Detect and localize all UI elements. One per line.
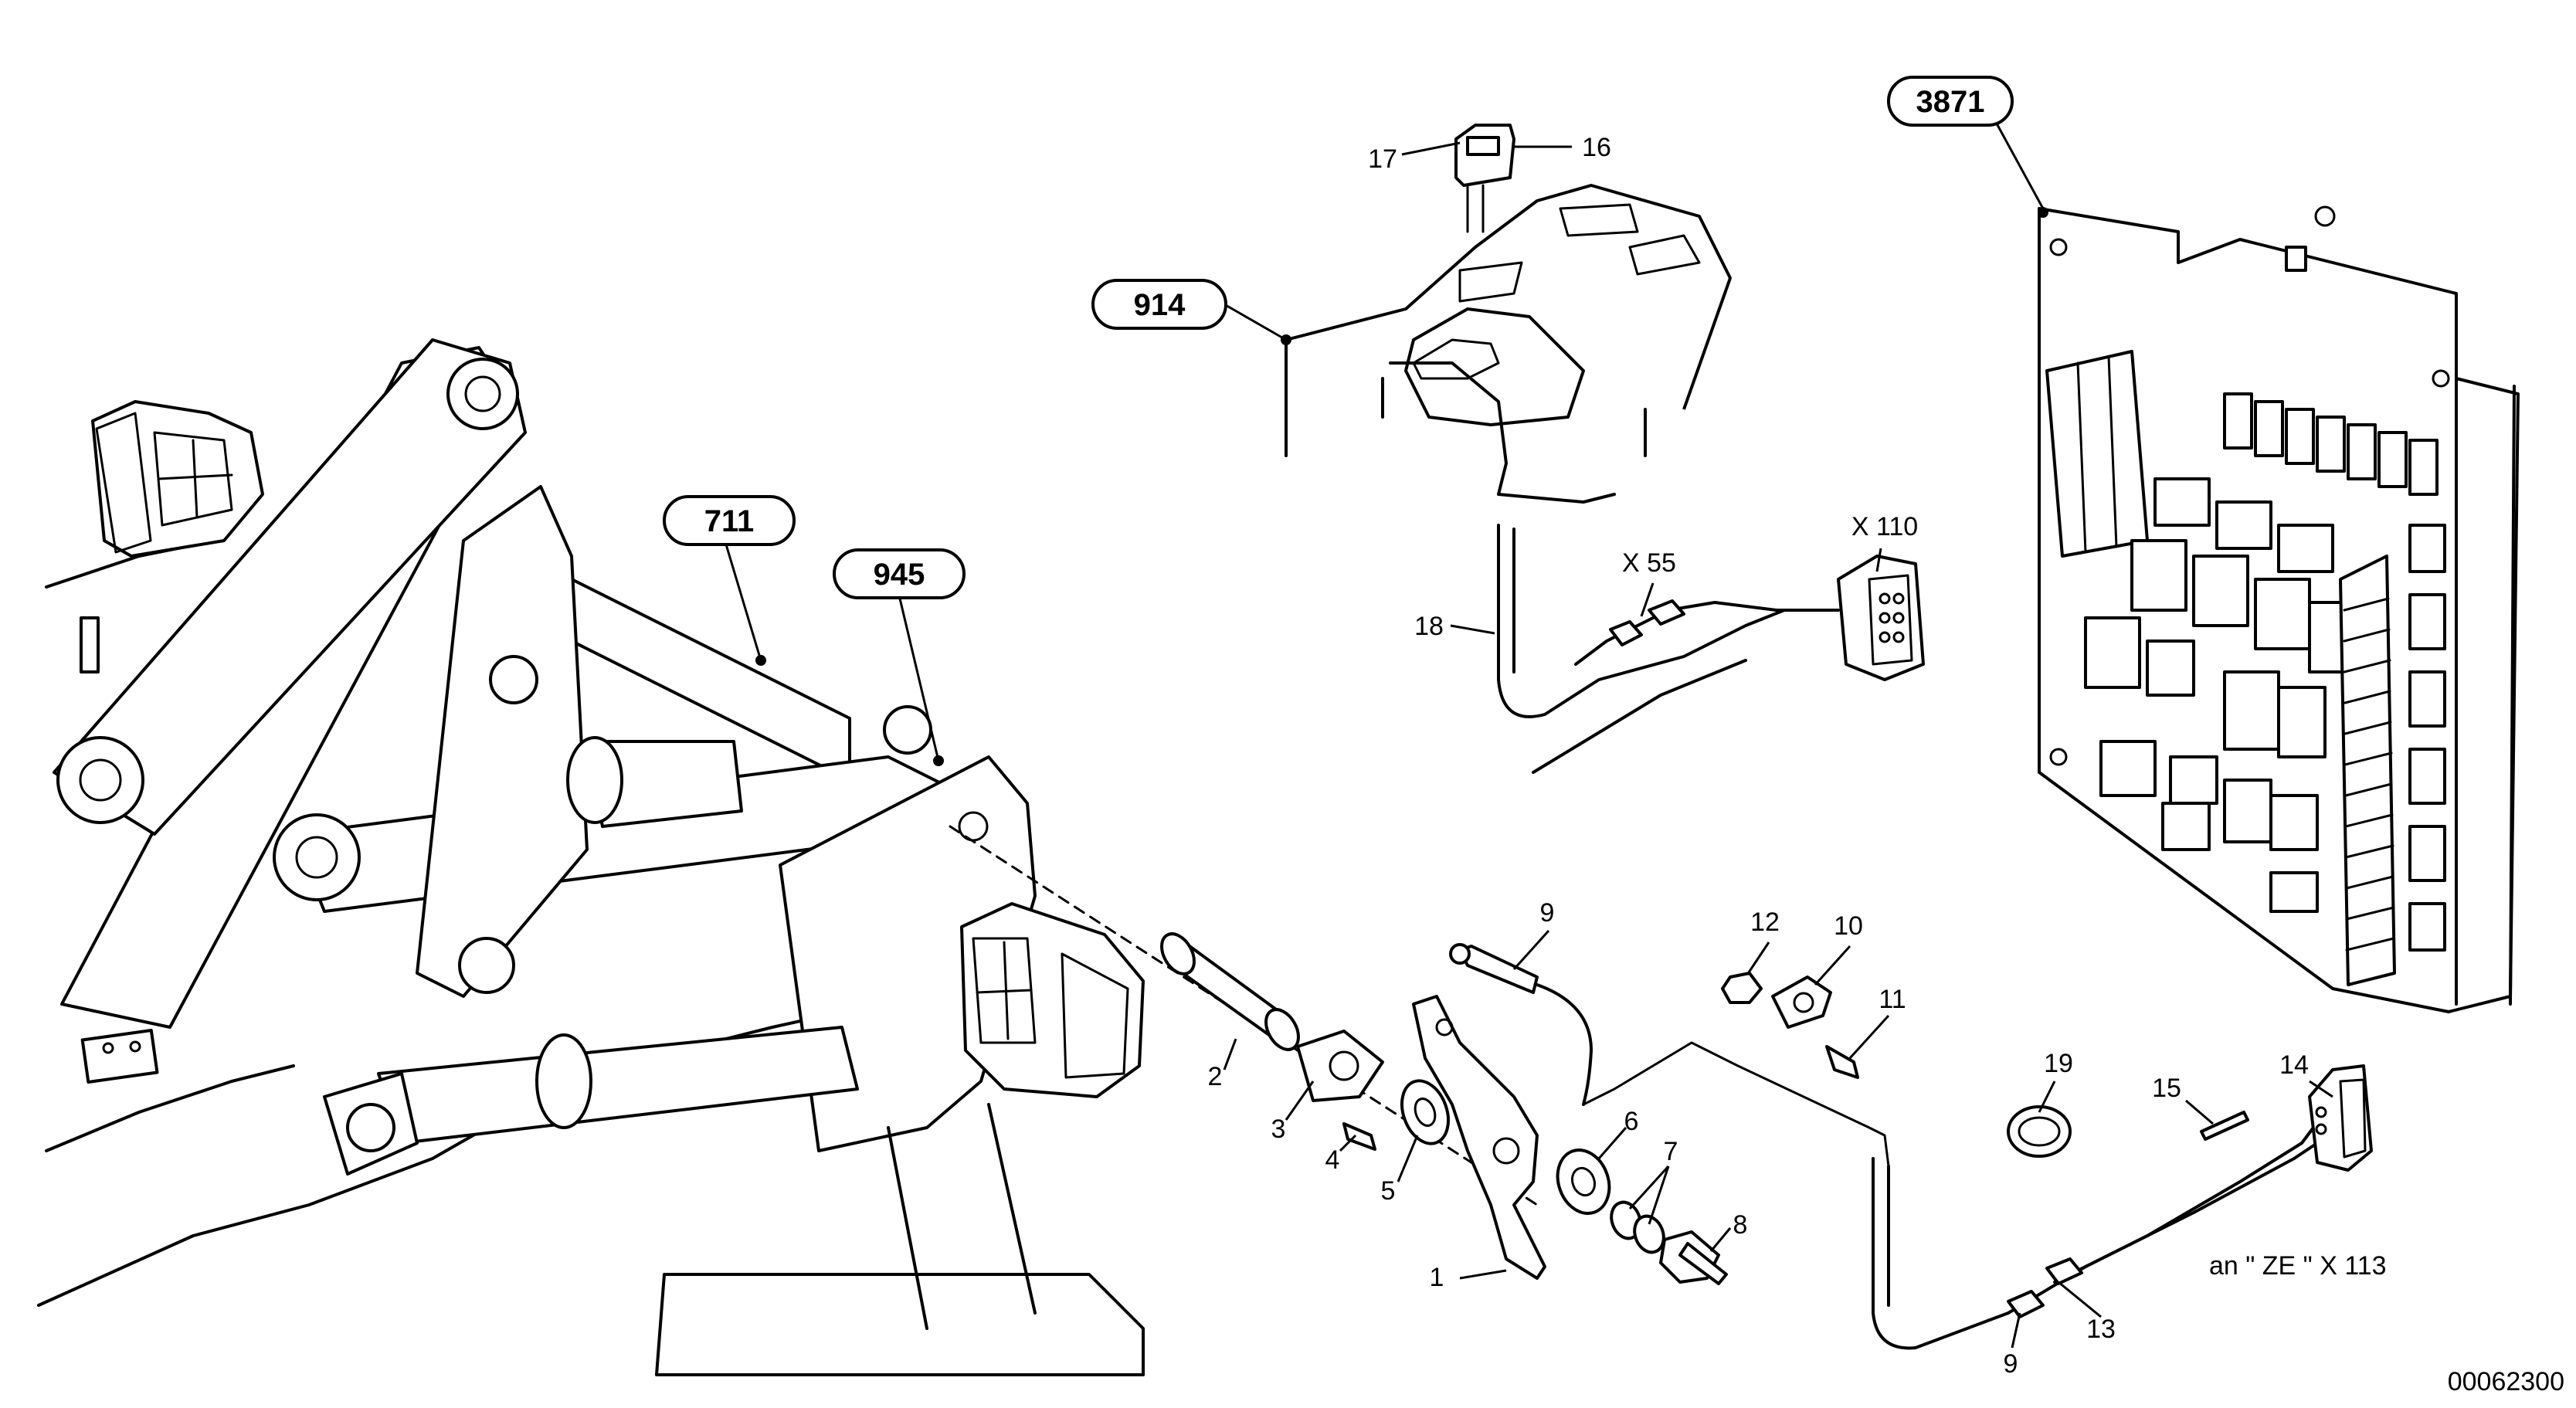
reference-group-711[interactable]: 711 xyxy=(663,495,796,546)
boom-work-light xyxy=(960,902,1145,1098)
callout-10[interactable]: 10 xyxy=(1834,911,1863,941)
relay-row xyxy=(2223,392,2439,496)
callout-18[interactable]: 18 xyxy=(1414,612,1444,641)
loader-arm-assembly xyxy=(37,338,1145,1376)
relay-control-board xyxy=(2038,205,2520,1013)
callout-12[interactable]: 12 xyxy=(1750,908,1780,937)
leader-lines xyxy=(725,123,2333,1349)
reference-group-3871[interactable]: 3871 xyxy=(1887,76,2014,127)
reference-group-914[interactable]: 914 xyxy=(1091,279,1227,330)
callout-9-upper[interactable]: 9 xyxy=(1540,898,1555,928)
upper-work-light xyxy=(91,400,264,558)
callout-17[interactable]: 17 xyxy=(1368,144,1397,174)
callout-3[interactable]: 3 xyxy=(1271,1115,1286,1144)
callout-6[interactable]: 6 xyxy=(1624,1107,1639,1136)
svg-text:945: 945 xyxy=(874,558,925,592)
svg-text:711: 711 xyxy=(704,504,755,538)
svg-text:3871: 3871 xyxy=(1916,85,1985,119)
pin-and-lever-parts xyxy=(949,825,1890,1285)
callout-14[interactable]: 14 xyxy=(2279,1050,2309,1080)
rocker-switch xyxy=(1454,124,1515,233)
callout-1[interactable]: 1 xyxy=(1430,1263,1444,1292)
callout-11[interactable]: 11 xyxy=(1879,985,1906,1014)
callout-19[interactable]: 19 xyxy=(2044,1049,2073,1078)
connector-label-x55: X 55 xyxy=(1622,548,1676,578)
wiring-harness-upper xyxy=(1497,524,1925,774)
callout-9-lower[interactable]: 9 xyxy=(2004,1349,2018,1379)
callout-13[interactable]: 13 xyxy=(2086,1315,2116,1344)
drawing-number: 00062300 xyxy=(2448,1367,2564,1396)
part-callouts: 1 2 3 4 5 6 7 8 9 9 10 11 12 13 14 15 16… xyxy=(1208,133,2309,1379)
svg-text:914: 914 xyxy=(1134,288,1186,322)
connector-note: an " ZE " X 113 xyxy=(2209,1251,2387,1281)
console-cover-assembly xyxy=(1285,184,1732,504)
callout-16[interactable]: 16 xyxy=(1582,133,1611,162)
reference-group-945[interactable]: 945 xyxy=(833,548,966,599)
fuse-strip xyxy=(2339,524,2446,986)
callout-5[interactable]: 5 xyxy=(1381,1176,1396,1206)
connector-label-x110: X 110 xyxy=(1851,512,1918,541)
callout-15[interactable]: 15 xyxy=(2152,1074,2181,1103)
callout-4[interactable]: 4 xyxy=(1325,1145,1340,1175)
callout-8[interactable]: 8 xyxy=(1733,1210,1748,1240)
fuse-blocks xyxy=(2084,477,2357,913)
callout-2[interactable]: 2 xyxy=(1208,1062,1223,1091)
wiring-harness-lower xyxy=(1872,1064,2373,1350)
callout-7[interactable]: 7 xyxy=(1664,1137,1678,1166)
